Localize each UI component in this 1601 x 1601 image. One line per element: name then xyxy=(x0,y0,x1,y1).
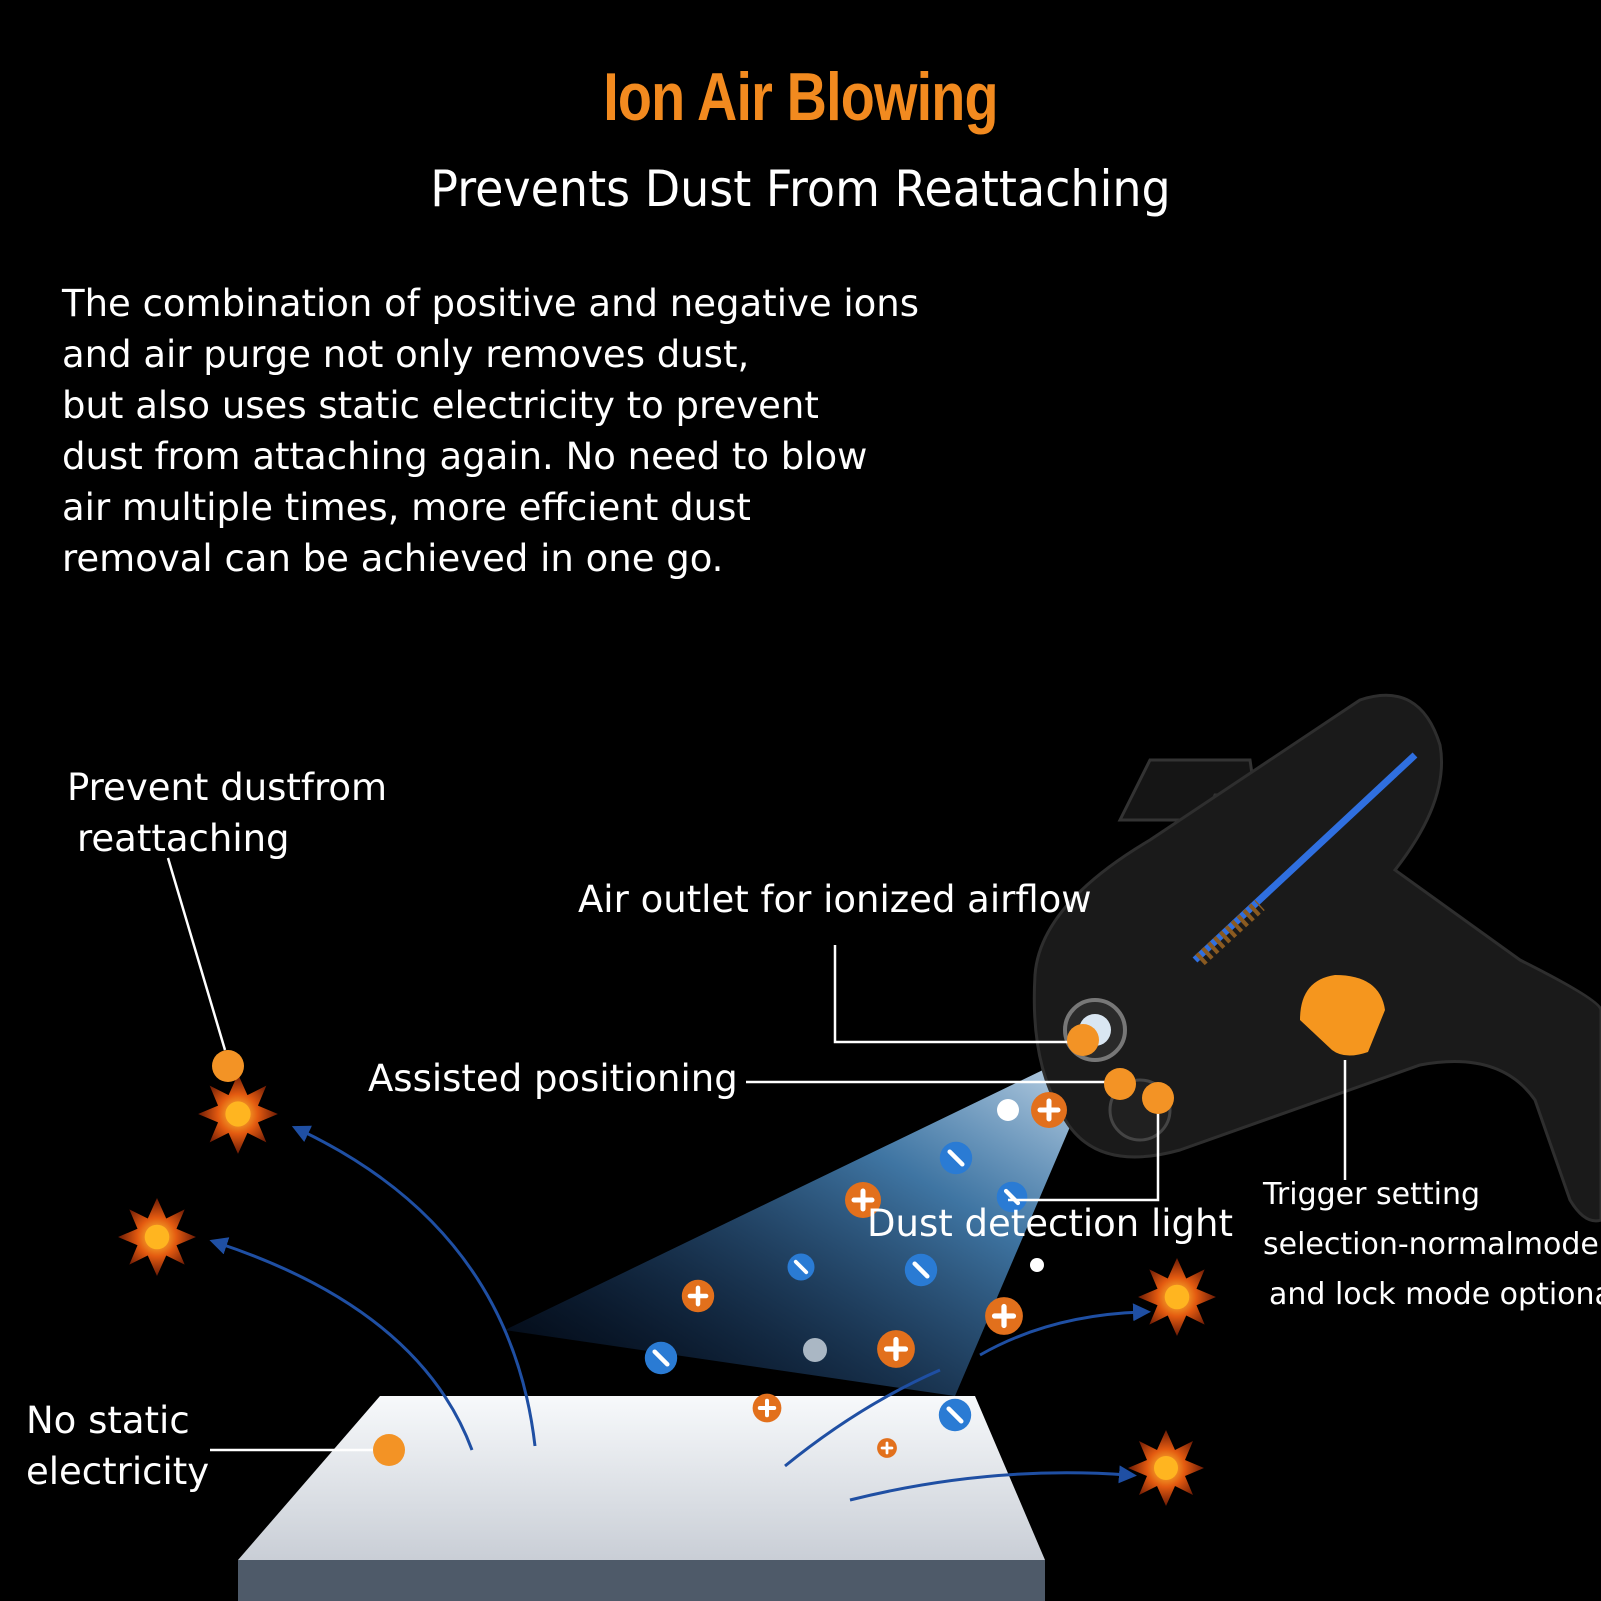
spiky-dust-icon xyxy=(198,1074,278,1154)
positive-ion-icon xyxy=(876,1437,898,1459)
ionized-airflow-beam xyxy=(505,1040,1105,1396)
negative-ion-icon xyxy=(786,1252,816,1282)
callout-trigger-setting: Trigger setting selection-normalmode and… xyxy=(1263,1170,1601,1320)
callout-line: Prevent dustfrom xyxy=(67,766,388,809)
callout-line: and lock mode optional xyxy=(1269,1277,1601,1312)
callout-leader-lines xyxy=(166,857,1347,1452)
description-line: but also uses static electricity to prev… xyxy=(62,384,819,427)
spiky-dust-icon xyxy=(118,1198,196,1276)
callout-line: No static xyxy=(26,1399,190,1442)
callout-no-static: No static electricity xyxy=(26,1395,209,1497)
negative-ion-icon xyxy=(940,1142,972,1174)
callout-assisted-positioning: Assisted positioning xyxy=(368,1057,738,1100)
description-paragraph: The combination of positive and negative… xyxy=(62,278,942,584)
positive-ion-icon xyxy=(877,1330,915,1368)
neutral-particle xyxy=(997,1099,1019,1121)
neutral-particle xyxy=(1030,1258,1044,1272)
negative-ion-icon xyxy=(939,1399,971,1431)
callout-line: reattaching xyxy=(77,817,290,860)
callout-dust-detection: Dust detection light xyxy=(867,1202,1233,1245)
callout-air-outlet: Air outlet for ionized airflow xyxy=(578,878,1092,921)
description-line: and air purge not only removes dust, xyxy=(62,333,750,376)
description-line: The combination of positive and negative… xyxy=(62,282,920,325)
description-line: air multiple times, more effcient dust xyxy=(62,486,751,529)
spiky-dust-icon xyxy=(1138,1258,1216,1336)
positive-ion-icon xyxy=(985,1297,1023,1335)
ion-air-gun xyxy=(1032,693,1601,1223)
page-subtitle: Prevents Dust From Reattaching xyxy=(430,160,1171,218)
description-line: removal can be achieved in one go. xyxy=(62,537,724,580)
cleaned-surface xyxy=(238,1396,1045,1601)
callout-line: electricity xyxy=(26,1450,210,1493)
neutral-particle xyxy=(803,1338,827,1362)
negative-ion-icon xyxy=(645,1342,677,1374)
negative-ion-icon xyxy=(905,1254,937,1286)
ion-particles xyxy=(645,1092,1067,1459)
spiky-dust-icon xyxy=(1128,1430,1204,1506)
description-line: dust from attaching again. No need to bl… xyxy=(62,435,868,478)
positive-ion-icon xyxy=(751,1392,783,1424)
airflow-arrows xyxy=(209,1125,1151,1502)
callout-markers xyxy=(212,1024,1174,1466)
callout-prevent-dust: Prevent dustfrom reattaching xyxy=(67,762,387,864)
positive-ion-icon xyxy=(682,1280,714,1312)
page-title: Ion Air Blowing xyxy=(603,59,998,135)
callout-line: Trigger setting xyxy=(1263,1177,1481,1212)
positive-ion-icon xyxy=(1031,1092,1067,1128)
callout-line: selection-normalmode xyxy=(1263,1227,1599,1262)
